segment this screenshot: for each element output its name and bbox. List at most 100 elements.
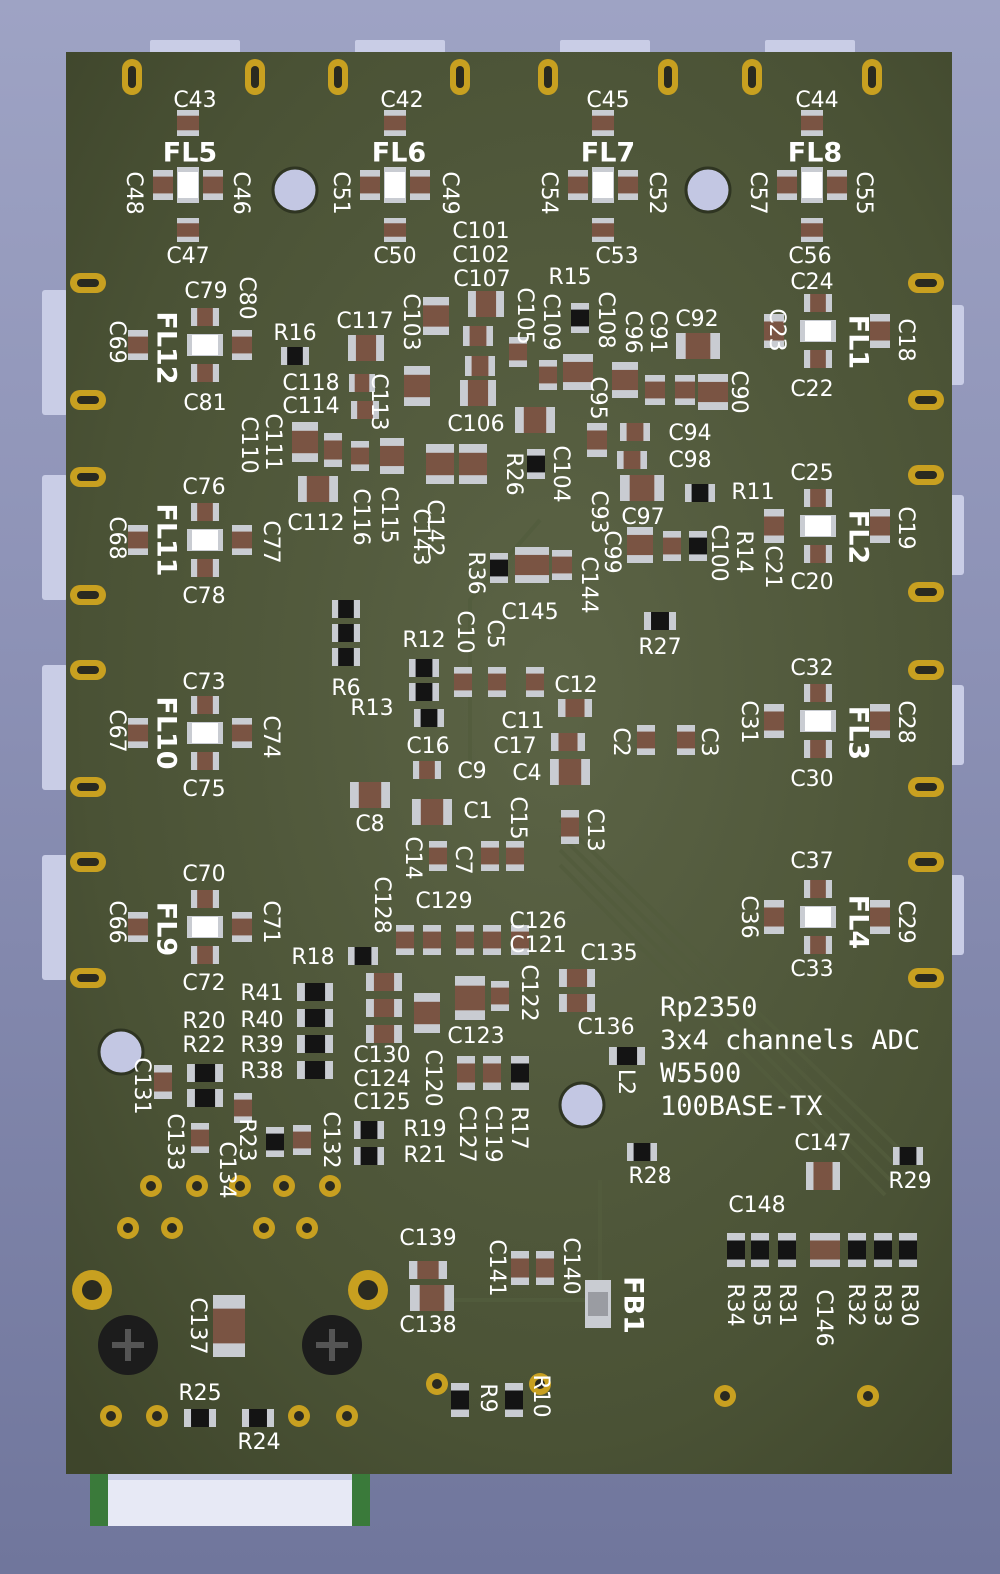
refdes-label: C95: [585, 376, 610, 419]
refdes-label: C148: [728, 1193, 785, 1218]
refdes-label: C3: [696, 727, 721, 756]
smd-resistor: [848, 1233, 866, 1267]
refdes-label: C12: [554, 673, 597, 698]
smd-capacitor: [384, 110, 406, 136]
smd-resistor: [899, 1233, 917, 1267]
smd-capacitor: [612, 362, 638, 398]
refdes-label: R34: [722, 1283, 747, 1326]
smd-capacitor: [483, 1056, 501, 1090]
smd-capacitor: [511, 925, 529, 955]
smd-capacitor: [617, 451, 647, 469]
refdes-label: C28: [893, 700, 918, 743]
refdes-label: C134: [214, 1141, 239, 1198]
smd-capacitor: [550, 759, 590, 785]
oval-pad: [70, 585, 106, 605]
refdes-label: C140: [558, 1237, 583, 1294]
smd-capacitor: [559, 969, 595, 987]
smd-capacitor: [410, 170, 430, 200]
smd-capacitor: [384, 218, 406, 242]
smd-capacitor: [592, 110, 614, 136]
refdes-label: R12: [402, 628, 445, 653]
refdes-label: C93: [586, 490, 611, 533]
smd-resistor: [490, 553, 508, 583]
smd-capacitor: [511, 1251, 529, 1285]
refdes-label: FL7: [581, 138, 635, 169]
smd-capacitor: [191, 1123, 209, 1153]
oval-pad: [908, 777, 944, 797]
refdes-label: C129: [415, 889, 472, 914]
refdes-label: C78: [182, 584, 225, 609]
refdes-label: C110: [236, 416, 261, 473]
refdes-label: FL6: [372, 138, 426, 169]
tht-ring: [140, 1175, 162, 1197]
smd-capacitor: [870, 509, 890, 543]
refdes-label: C119: [480, 1105, 505, 1162]
refdes-label: C126: [509, 909, 566, 934]
refdes-label: FL11: [151, 503, 182, 576]
oval-pad: [328, 59, 348, 95]
smd-capacitor: [804, 545, 832, 563]
refdes-label: C114: [282, 394, 339, 419]
smd-resistor: [242, 1409, 274, 1427]
emi-filter: [187, 916, 223, 938]
smd-resistor: [354, 1121, 384, 1139]
refdes-label: C68: [104, 516, 129, 559]
refdes-label: C51: [328, 171, 353, 214]
smd-capacitor: [764, 509, 784, 543]
refdes-label: C77: [258, 520, 283, 563]
refdes-label: C104: [548, 445, 573, 502]
smd-resistor: [609, 1047, 645, 1065]
smd-resistor: [348, 947, 378, 965]
smd-capacitor: [637, 725, 655, 755]
smd-resistor: [689, 531, 707, 561]
refdes-label: C132: [318, 1111, 343, 1168]
smd-capacitor: [618, 170, 638, 200]
refdes-label: C100: [706, 524, 731, 581]
smd-resistor: [332, 600, 360, 618]
smd-capacitor: [413, 761, 441, 779]
smd-capacitor: [380, 438, 404, 474]
smd-resistor: [451, 1383, 469, 1417]
board-notes: Rp2350 3x4 channels ADC W5500 100BASE-TX: [660, 992, 920, 1122]
refdes-label: C101: [452, 219, 509, 244]
smd-resistor: [511, 1056, 529, 1090]
refdes-label: C108: [593, 291, 618, 348]
smd-capacitor: [350, 782, 390, 808]
refdes-label: C102: [452, 243, 509, 268]
smd-capacitor: [154, 1065, 172, 1099]
note-phy: 100BASE-TX: [660, 1091, 823, 1122]
refdes-label: FL4: [843, 895, 874, 949]
smd-capacitor: [191, 752, 219, 770]
refdes-label: FL8: [788, 138, 842, 169]
smd-capacitor: [396, 925, 414, 955]
emi-filter: [800, 906, 836, 928]
refdes-label: FB1: [618, 1276, 649, 1334]
tht-ring: [146, 1405, 168, 1427]
refdes-label: C13: [582, 808, 607, 851]
refdes-label: C52: [644, 171, 669, 214]
smd-capacitor: [465, 356, 495, 376]
oval-pad: [908, 852, 944, 872]
refdes-label: C44: [795, 88, 838, 113]
refdes-label: C1: [463, 799, 492, 824]
refdes-label: C90: [726, 370, 751, 413]
refdes-label: C37: [790, 849, 833, 874]
refdes-label: FL12: [151, 311, 182, 384]
smd-capacitor: [191, 890, 219, 908]
smd-capacitor: [509, 337, 527, 367]
smd-resistor: [685, 484, 715, 502]
smd-resistor: [751, 1233, 769, 1267]
smd-capacitor: [456, 925, 474, 955]
refdes-label: C130: [353, 1043, 410, 1068]
smd-capacitor: [620, 475, 664, 501]
smd-resistor: [893, 1147, 923, 1165]
smd-capacitor: [128, 912, 148, 942]
smd-capacitor: [191, 559, 219, 577]
smd-capacitor: [293, 1125, 311, 1155]
smd-capacitor: [592, 218, 614, 242]
smd-capacitor: [459, 444, 487, 484]
refdes-label: C17: [493, 734, 536, 759]
smd-capacitor: [348, 335, 384, 361]
refdes-label: C23: [764, 308, 789, 351]
